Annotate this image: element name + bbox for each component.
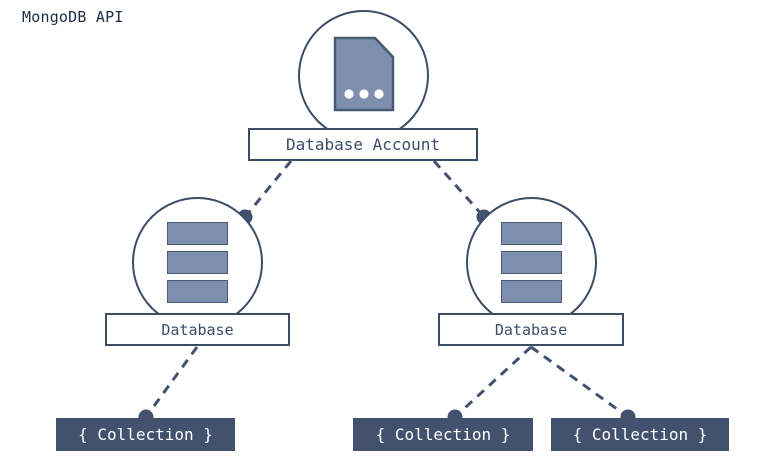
node-database-account[interactable]: Database Account — [248, 128, 478, 161]
database-bar — [501, 280, 562, 303]
database-left-circle — [132, 197, 263, 328]
database-right-label: Database — [494, 320, 568, 339]
database-bar — [501, 222, 562, 245]
node-database-left[interactable]: Database — [105, 313, 290, 346]
collection-1-label: { Collection } — [78, 425, 213, 444]
edge-account-to-database-right — [432, 160, 486, 218]
edge-database-right-to-collection-3 — [530, 345, 629, 419]
database-bar — [167, 251, 228, 274]
node-collection-2[interactable]: { Collection } — [353, 418, 533, 451]
database-bars-icon-right — [501, 222, 562, 303]
node-collection-3[interactable]: { Collection } — [551, 418, 729, 451]
node-collection-1[interactable]: { Collection } — [56, 418, 235, 451]
collection-3-label: { Collection } — [572, 425, 708, 444]
database-bar — [167, 280, 228, 303]
page-title: MongoDB API — [22, 8, 124, 26]
collection-2-label: { Collection } — [375, 425, 511, 444]
database-bar — [167, 222, 228, 245]
edge-database-right-to-collection-2 — [453, 345, 533, 419]
document-icon — [333, 36, 395, 112]
database-account-label: Database Account — [285, 135, 441, 154]
database-left-label: Database — [161, 320, 234, 339]
database-bars-icon-left — [167, 222, 228, 303]
edge-database-left-to-collection-1 — [144, 346, 199, 418]
database-bar — [501, 251, 562, 274]
edge-account-to-database-left — [243, 160, 293, 218]
node-database-right[interactable]: Database — [438, 313, 624, 346]
